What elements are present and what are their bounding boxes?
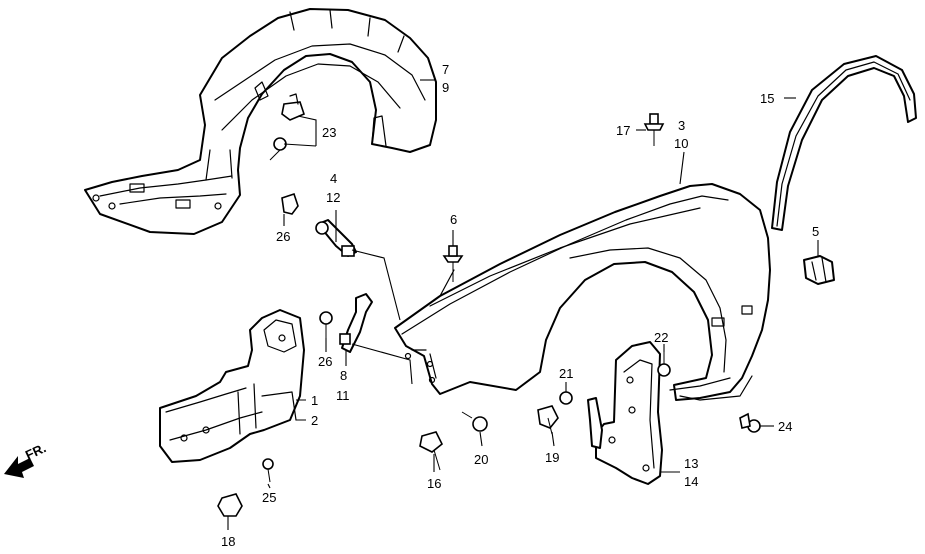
bolt-24 [739, 412, 761, 433]
splash-shield [159, 309, 305, 463]
bolt-4-12 [315, 221, 329, 235]
callout-numbers: 1 2 3 4 5 6 7 8 9 10 11 12 13 14 15 16 1… [221, 62, 819, 549]
callout-16: 16 [427, 476, 441, 491]
clip-26-upper [281, 192, 299, 215]
callout-7: 7 [442, 62, 449, 77]
fender-bracket-8-11 [339, 293, 373, 353]
nut-18 [217, 493, 243, 517]
callout-23: 23 [322, 125, 336, 140]
callout-3: 3 [678, 118, 685, 133]
screw-25 [262, 458, 274, 483]
callout-21: 21 [559, 366, 573, 381]
inner-fender-liner [84, 8, 437, 235]
bolt-20 [461, 411, 488, 432]
callout-24: 24 [778, 419, 792, 434]
wheel-arch-moulding [771, 55, 917, 231]
callout-4: 4 [330, 171, 337, 186]
nut-19 [537, 405, 559, 435]
callout-1: 1 [311, 393, 318, 408]
bolt-16 [419, 431, 444, 471]
bolt-21 [559, 391, 573, 405]
bolt-26-lower [319, 311, 333, 338]
front-direction-arrow: FR. [4, 440, 48, 478]
callout-14: 14 [684, 474, 698, 489]
callout-19: 19 [545, 450, 559, 465]
clip-5 [803, 255, 835, 285]
direction-label: FR. [23, 440, 48, 462]
bolt-17 [643, 113, 665, 146]
callout-22: 22 [654, 330, 668, 345]
callout-2: 2 [311, 413, 318, 428]
callout-5: 5 [812, 224, 819, 239]
callout-26-upper: 26 [276, 229, 290, 244]
bolt-6 [442, 245, 464, 282]
callout-13: 13 [684, 456, 698, 471]
callout-10: 10 [674, 136, 688, 151]
callout-6: 6 [450, 212, 457, 227]
callout-9: 9 [442, 80, 449, 95]
callout-12: 12 [326, 190, 340, 205]
callout-8: 8 [340, 368, 347, 383]
callout-15: 15 [760, 91, 774, 106]
callout-26-lower: 26 [318, 354, 332, 369]
clip-23-upper [281, 93, 305, 121]
callout-20: 20 [474, 452, 488, 467]
bolt-22 [657, 350, 671, 377]
callout-25: 25 [262, 490, 276, 505]
screw-23-lower [269, 137, 287, 161]
front-fender-panel [394, 183, 771, 401]
callout-11: 11 [336, 388, 350, 403]
leader-lines [227, 79, 819, 530]
callout-18: 18 [221, 534, 235, 549]
mud-guard [587, 341, 663, 485]
callout-17: 17 [616, 123, 630, 138]
